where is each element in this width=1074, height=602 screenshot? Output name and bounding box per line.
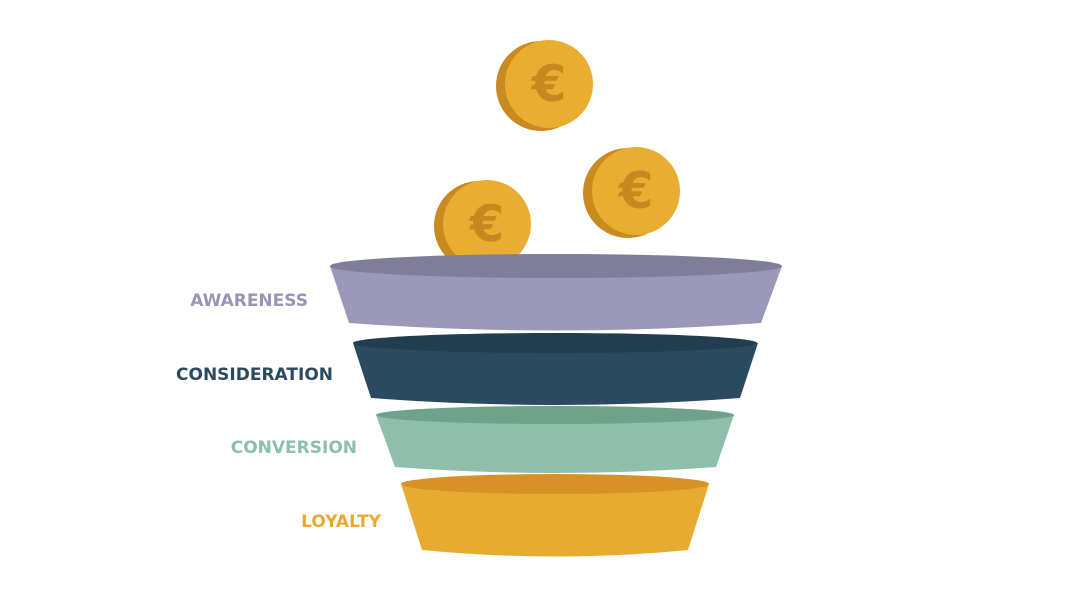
funnel-layer-body	[401, 484, 709, 557]
funnel-layer-conversion	[376, 406, 734, 473]
funnel-layer-body	[330, 266, 782, 331]
stage-label-loyalty: LOYALTY	[301, 512, 382, 532]
coin-face	[443, 180, 531, 268]
stage-label-awareness: AWARENESS	[190, 291, 308, 311]
coin-face	[592, 147, 680, 235]
funnel-layer-awareness	[330, 254, 782, 331]
euro-coin-icon: €	[583, 147, 680, 238]
euro-symbol-icon: €	[618, 162, 654, 220]
funnel-layer-loyalty	[401, 474, 709, 557]
funnel-layer-body	[376, 415, 734, 473]
coin-face	[505, 40, 593, 128]
euro-symbol-icon: €	[469, 195, 505, 253]
funnel-layer-consideration	[353, 333, 758, 405]
funnel-layer-body	[353, 343, 758, 405]
euro-coin-icon: €	[496, 40, 593, 131]
euro-symbol-icon: €	[531, 55, 567, 113]
stage-label-conversion: CONVERSION	[231, 438, 357, 458]
euro-coin-icon: €	[434, 180, 531, 271]
funnel-layer-rim	[353, 333, 757, 353]
funnel-layer-rim	[330, 254, 782, 278]
stage-label-consideration: CONSIDERATION	[176, 365, 333, 385]
funnel-layer-rim	[376, 406, 734, 424]
funnel-layer-rim	[401, 474, 709, 494]
